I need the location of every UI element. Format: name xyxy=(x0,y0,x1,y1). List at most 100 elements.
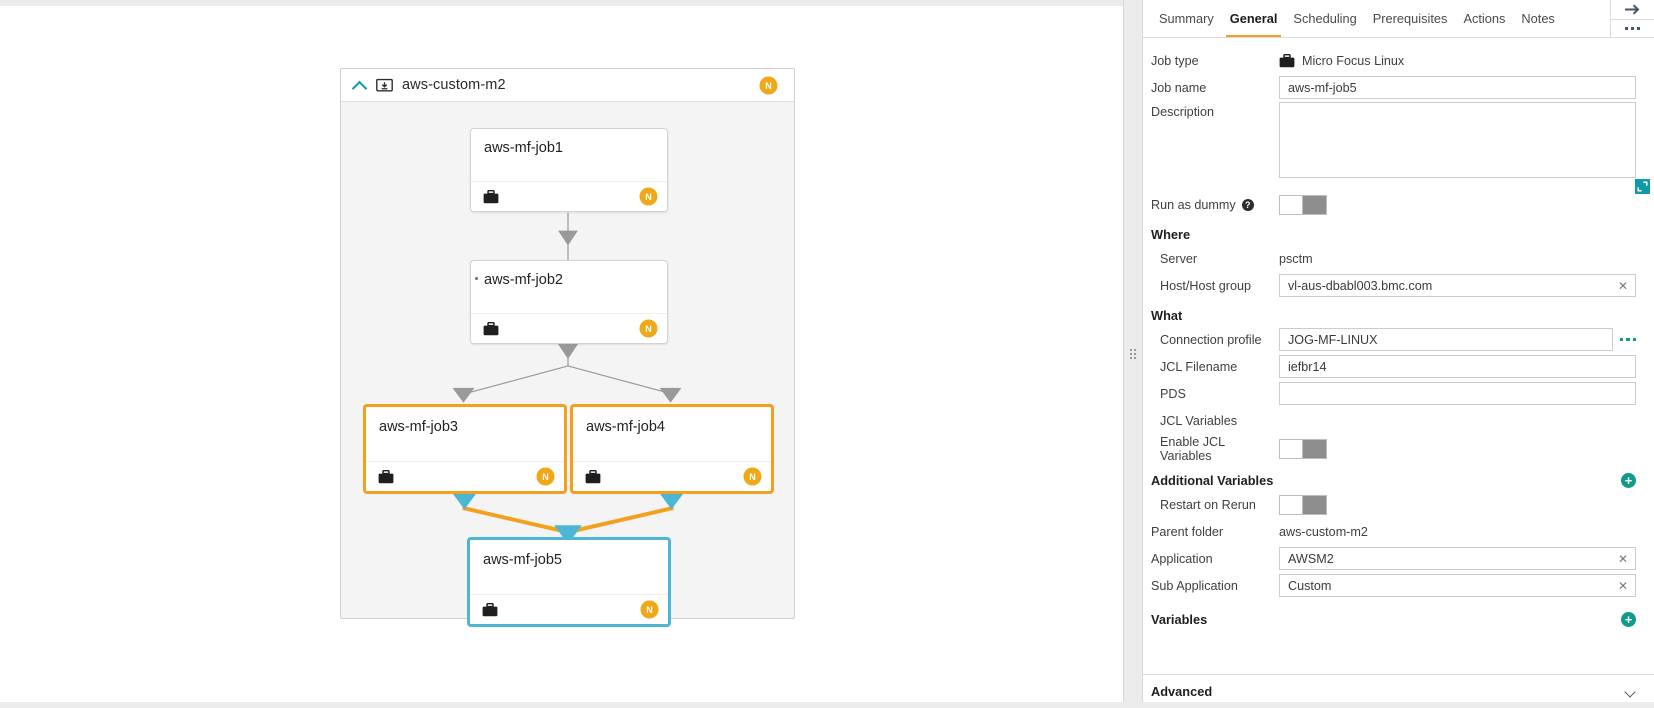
job-node-footer: N xyxy=(366,461,564,491)
tab-scheduling[interactable]: Scheduling xyxy=(1293,11,1357,26)
jcl-filename-input[interactable]: iefbr14 xyxy=(1279,355,1636,378)
server-value: psctm xyxy=(1279,251,1313,266)
job-node-status-badge: N xyxy=(745,469,760,484)
chevron-down-icon[interactable] xyxy=(1626,687,1636,697)
field-connection-profile: Connection profile JOG-MF-LINUX xyxy=(1143,327,1654,352)
briefcase-icon xyxy=(378,469,394,483)
application-value: AWSM2 xyxy=(1288,551,1334,566)
folder-header[interactable]: aws-custom-m2 N xyxy=(341,69,794,102)
where-title: Where xyxy=(1151,227,1191,242)
help-icon[interactable]: ? xyxy=(1241,198,1254,211)
job-node-status-badge: N xyxy=(642,602,657,617)
field-job-type: Job type Micro Focus Linux xyxy=(1143,48,1654,73)
clear-host-group-icon[interactable]: ✕ xyxy=(1617,278,1628,293)
briefcase-icon xyxy=(482,602,498,616)
section-additional-variables: Additional Variables + xyxy=(1143,465,1654,492)
splitter-grip-icon[interactable] xyxy=(1130,346,1136,362)
description-textarea[interactable] xyxy=(1279,102,1636,178)
clear-sub-application-icon[interactable]: ✕ xyxy=(1617,578,1628,593)
field-restart-on-rerun: Restart on Rerun xyxy=(1143,492,1654,517)
field-enable-jcl-variables: Enable JCL Variables xyxy=(1143,435,1654,463)
collapse-panel-button[interactable] xyxy=(1611,0,1654,20)
job-node-aws-mf-job5[interactable]: aws-mf-job5 N xyxy=(467,537,671,627)
tab-summary[interactable]: Summary xyxy=(1159,11,1214,26)
sub-application-value: Custom xyxy=(1288,578,1332,593)
job-node-aws-mf-job1[interactable]: aws-mf-job1 N xyxy=(470,128,668,212)
section-what: What xyxy=(1143,300,1654,327)
section-variables: Variables + xyxy=(1143,604,1654,631)
pds-input[interactable] xyxy=(1279,382,1636,405)
application-input[interactable]: AWSM2 ✕ xyxy=(1279,547,1636,570)
flow-canvas[interactable]: aws-custom-m2 N xyxy=(0,0,1124,708)
tab-prerequisites[interactable]: Prerequisites xyxy=(1372,11,1448,26)
tab-actions[interactable]: Actions xyxy=(1463,11,1506,26)
briefcase-icon xyxy=(483,189,499,203)
connection-profile-more-icon[interactable] xyxy=(1619,337,1636,342)
what-title: What xyxy=(1151,308,1183,323)
panel-tabs: Summary General Scheduling Prerequisites… xyxy=(1143,0,1654,38)
folder-download-icon xyxy=(376,78,393,92)
clear-application-icon[interactable]: ✕ xyxy=(1617,551,1628,566)
field-pds: PDS xyxy=(1143,381,1654,406)
job-type-value-group: Micro Focus Linux xyxy=(1279,53,1405,68)
pds-label: PDS xyxy=(1160,386,1186,401)
description-wrap xyxy=(1279,102,1650,194)
job-node-footer: N xyxy=(471,313,667,343)
sub-application-input[interactable]: Custom ✕ xyxy=(1279,574,1636,597)
sub-application-label: Sub Application xyxy=(1151,578,1238,593)
panel-more-button[interactable] xyxy=(1611,20,1654,39)
field-host-group: Host/Host group vl-aus-dbabl003.bmc.com … xyxy=(1143,273,1654,298)
restart-on-rerun-label: Restart on Rerun xyxy=(1160,497,1256,512)
connection-profile-input[interactable]: JOG-MF-LINUX xyxy=(1279,328,1613,351)
field-run-as-dummy: Run as dummy ? xyxy=(1143,192,1654,217)
application-label: Application xyxy=(1151,551,1213,566)
advanced-title: Advanced xyxy=(1151,684,1213,699)
host-group-input[interactable]: vl-aus-dbabl003.bmc.com ✕ xyxy=(1279,274,1636,297)
toggle-knob xyxy=(1280,195,1303,214)
host-group-label: Host/Host group xyxy=(1160,278,1251,293)
job-type-value: Micro Focus Linux xyxy=(1302,53,1405,68)
enable-jcl-variables-toggle[interactable] xyxy=(1279,439,1327,459)
tab-notes[interactable]: Notes xyxy=(1521,11,1555,26)
expand-description-button[interactable] xyxy=(1635,179,1650,194)
job-node-name: aws-mf-job1 xyxy=(484,140,563,156)
panel-body: Job type Micro Focus Linux Job name aws-… xyxy=(1143,38,1654,708)
field-application: Application AWSM2 ✕ xyxy=(1143,546,1654,571)
panel-header-actions xyxy=(1610,0,1654,38)
job-type-label: Job type xyxy=(1151,53,1199,68)
add-variable-button[interactable]: + xyxy=(1621,612,1636,627)
job-node-footer: N xyxy=(471,181,667,211)
run-as-dummy-toggle[interactable] xyxy=(1279,194,1327,215)
tab-general[interactable]: General xyxy=(1222,0,1286,37)
chevron-up-icon[interactable] xyxy=(353,78,367,92)
server-label: Server xyxy=(1160,251,1198,266)
job-node-aws-mf-job4[interactable]: aws-mf-job4 N xyxy=(570,404,774,494)
folder-body: aws-mf-job1 N aws-mf-job2 xyxy=(341,102,794,627)
briefcase-icon xyxy=(585,469,601,483)
parent-folder-value: aws-custom-m2 xyxy=(1279,524,1368,539)
jcl-filename-label: JCL Filename xyxy=(1160,359,1238,374)
folder-container[interactable]: aws-custom-m2 N xyxy=(340,68,795,627)
expand-icon xyxy=(1637,181,1648,192)
job-node-name: aws-mf-job2 xyxy=(484,272,563,288)
job-name-input[interactable]: aws-mf-job5 xyxy=(1279,76,1636,99)
run-as-dummy-label-group: Run as dummy ? xyxy=(1151,198,1279,212)
additional-variables-title: Additional Variables xyxy=(1151,473,1274,488)
job-node-status-badge: N xyxy=(641,189,656,204)
enable-jcl-variables-label: Enable JCL Variables xyxy=(1160,435,1225,463)
job-node-aws-mf-job2[interactable]: aws-mf-job2 N xyxy=(470,260,668,344)
briefcase-icon xyxy=(483,321,499,335)
job-node-status-badge: N xyxy=(641,321,656,336)
field-jcl-filename: JCL Filename iefbr14 xyxy=(1143,354,1654,379)
job-node-aws-mf-job3[interactable]: aws-mf-job3 N xyxy=(363,404,567,494)
restart-on-rerun-toggle[interactable] xyxy=(1279,494,1327,515)
field-job-name: Job name aws-mf-job5 xyxy=(1143,75,1654,100)
more-horizontal-icon xyxy=(1625,27,1640,31)
description-label: Description xyxy=(1151,105,1214,119)
job-node-footer: N xyxy=(470,594,668,624)
panel-splitter[interactable] xyxy=(1124,0,1142,708)
canvas-top-strip xyxy=(0,0,1123,6)
job-node-status-badge: N xyxy=(538,469,553,484)
toggle-knob xyxy=(1280,440,1303,458)
add-additional-variable-button[interactable]: + xyxy=(1621,473,1636,488)
